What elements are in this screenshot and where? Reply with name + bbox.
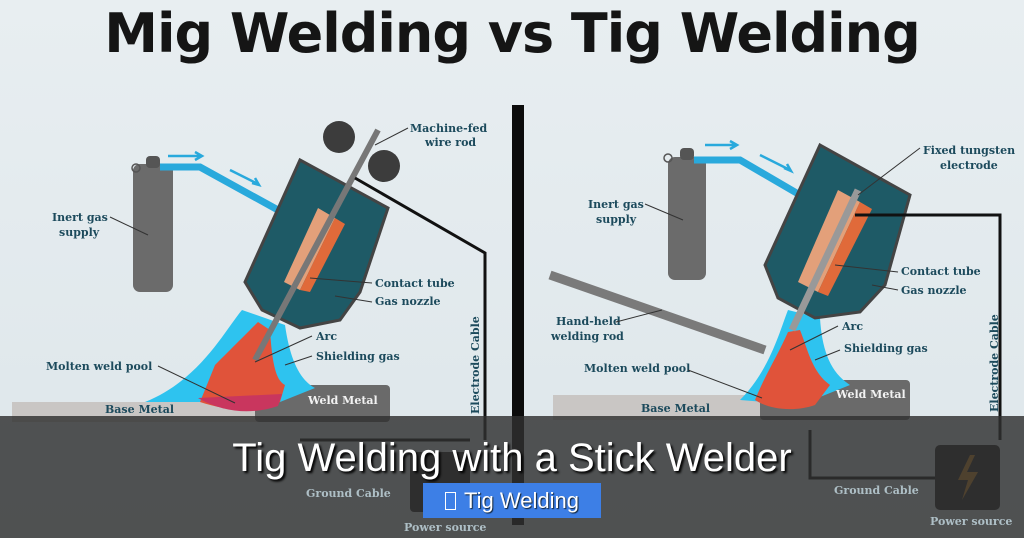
tig-molten-pool xyxy=(755,330,830,410)
label-welding-rod: welding rod xyxy=(550,330,624,343)
label-gas-nozzle: Gas nozzle xyxy=(375,295,441,308)
label-fixed-tungsten: Fixed tungsten xyxy=(923,144,1015,157)
mig-feed-roller xyxy=(323,121,355,153)
label-molten-pool: Molten weld pool xyxy=(46,360,152,373)
label-supply: supply xyxy=(596,213,637,226)
label-supply: supply xyxy=(59,226,100,239)
label-shielding-gas: Shielding gas xyxy=(844,342,928,355)
label-inert-gas: Inert gas xyxy=(52,211,108,224)
label-electrode-cable: Electrode Cable xyxy=(469,316,482,414)
tig-welding-rod xyxy=(548,270,767,355)
label-base-metal: Base Metal xyxy=(641,402,710,415)
tig-flow-arrow-icon xyxy=(705,139,794,174)
mig-gas-hose xyxy=(160,163,280,214)
mig-gauge-icon xyxy=(131,163,141,173)
tig-cylinder-valve xyxy=(680,148,694,160)
mig-wire-rod xyxy=(252,128,381,362)
label-weld-metal: Weld Metal xyxy=(307,394,378,407)
infographic-title: Mig Welding vs Tig Welding xyxy=(104,2,921,65)
post-headline[interactable]: Tig Welding with a Stick Welder xyxy=(232,436,792,480)
tag-icon xyxy=(445,492,457,510)
mig-flow-arrow-icon xyxy=(168,150,262,188)
label-hand-held: Hand-held xyxy=(556,315,621,328)
label-gas-nozzle: Gas nozzle xyxy=(901,284,967,297)
mig-diagram: Machine-fed wire rod Inert gas supply Co… xyxy=(12,121,487,512)
mig-cylinder-valve xyxy=(146,156,160,168)
tig-tungsten-electrode xyxy=(788,188,862,332)
mig-feed-roller xyxy=(368,150,400,182)
label-machine-fed: Machine-fed xyxy=(410,122,487,135)
label-wire-rod: wire rod xyxy=(424,136,476,149)
tig-gas-cylinder xyxy=(668,157,706,280)
label-arc: Arc xyxy=(315,330,337,343)
label-arc: Arc xyxy=(841,320,863,333)
label-contact-tube: Contact tube xyxy=(375,277,455,290)
label-molten-pool: Molten weld pool xyxy=(584,362,690,375)
mig-pool-edge xyxy=(198,394,282,412)
mig-gas-cylinder xyxy=(133,164,173,292)
label-contact-tube: Contact tube xyxy=(901,265,981,278)
label-inert-gas: Inert gas xyxy=(588,198,644,211)
label-electrode: electrode xyxy=(940,159,998,172)
label-weld-metal: Weld Metal xyxy=(835,388,906,401)
mig-contact-tube-shade xyxy=(300,218,345,292)
label-shielding-gas: Shielding gas xyxy=(316,350,400,363)
tig-gas-hose xyxy=(694,156,802,199)
tig-contact-tube-shade xyxy=(818,202,872,296)
tig-gauge-icon xyxy=(663,153,673,163)
label-base-metal: Base Metal xyxy=(105,403,174,416)
category-tag-label: Tig Welding xyxy=(464,488,579,513)
category-tag-button[interactable]: Tig Welding xyxy=(423,483,601,518)
label-electrode-cable: Electrode Cable xyxy=(988,314,1001,412)
tig-base-metal xyxy=(553,395,763,420)
